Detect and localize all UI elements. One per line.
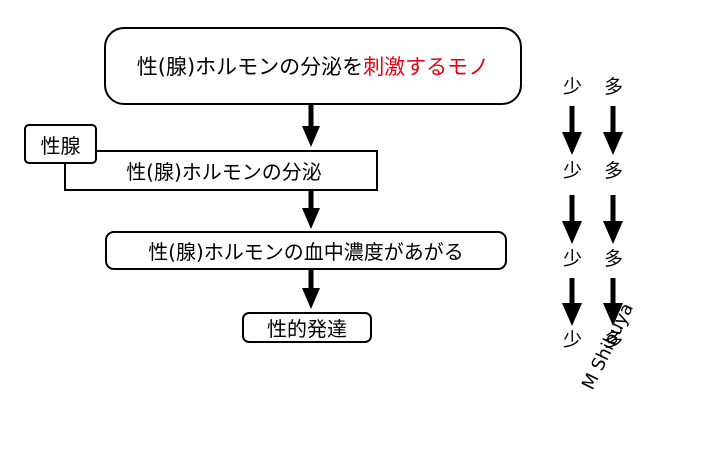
level-high: 多 [604, 160, 624, 182]
gland-box: 性腺 [24, 124, 97, 164]
secretion-box: 性(腺)ホルモンの分泌 [64, 150, 378, 191]
level-low: 少 [563, 160, 583, 182]
level-high: 多 [604, 248, 624, 270]
development-box: 性的発達 [242, 312, 372, 343]
blood-level-label: 性(腺)ホルモンの血中濃度があがる [148, 240, 464, 264]
arrowhead [562, 132, 582, 155]
blood-level-box: 性(腺)ホルモンの血中濃度があがる [105, 231, 507, 270]
arrowhead [603, 132, 623, 155]
arrowhead [603, 303, 623, 326]
development-label: 性的発達 [267, 317, 347, 341]
arrowhead [302, 126, 320, 147]
stimulus-prefix: 性(腺)ホルモンの分泌を [136, 55, 364, 79]
level-high: 多 [604, 76, 624, 98]
stimulus-highlight: 刺激するモノ [363, 55, 490, 79]
arrowhead [302, 208, 320, 229]
arrowhead [302, 288, 320, 309]
stimulus-box: 性(腺)ホルモンの分泌を刺激するモノ [104, 27, 522, 105]
level-low: 少 [563, 76, 583, 98]
gland-label: 性腺 [40, 133, 81, 158]
level-low: 少 [563, 248, 583, 270]
secretion-label: 性(腺)ホルモンの分泌 [126, 160, 322, 184]
arrowhead [603, 221, 623, 244]
arrowhead [562, 303, 582, 326]
level-low: 少 [563, 329, 583, 351]
level-high: 多 [604, 329, 624, 351]
arrowhead [562, 221, 582, 244]
